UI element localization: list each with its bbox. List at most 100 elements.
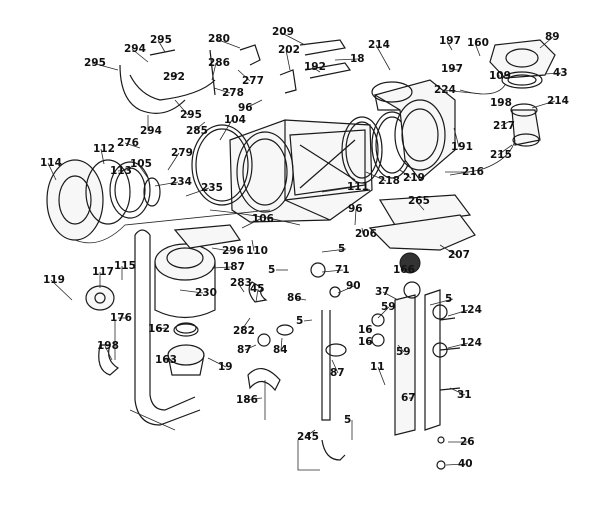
callout-leader-5 [303, 319, 313, 322]
callout-leader-119 [50, 279, 73, 301]
callout-leader-215 [497, 144, 513, 156]
callout-leader-106 [241, 218, 261, 229]
callout-117: 117 [92, 266, 114, 278]
callout-leader-43 [544, 72, 562, 75]
callout-104: 104 [224, 114, 246, 126]
callout-leader-191 [453, 127, 460, 148]
callout-leader-206 [361, 227, 364, 235]
callout-59: 59 [381, 301, 396, 313]
callout-leader-113 [117, 169, 127, 172]
callout-5: 5 [296, 315, 303, 327]
fittings [175, 262, 448, 470]
callout-160: 160 [467, 37, 489, 49]
callout-leader-19 [207, 357, 227, 368]
callout-leader-295 [91, 62, 119, 71]
callout-112: 112 [93, 143, 115, 155]
callout-leader-45 [255, 288, 259, 303]
motor-215 [510, 103, 541, 147]
exchanger-67 [394, 252, 461, 436]
callout-leader-280 [215, 38, 241, 49]
end-cap-114 [46, 159, 161, 241]
callout-89: 89 [545, 31, 560, 43]
callout-86: 86 [287, 292, 302, 304]
callout-leader-18 [334, 58, 359, 61]
callout-96: 96 [238, 102, 253, 114]
flange-89 [489, 39, 556, 89]
callout-leader-282 [240, 317, 251, 332]
callout-leader-187 [211, 266, 232, 269]
callout-106: 106 [252, 213, 274, 225]
callout-37: 37 [375, 286, 390, 298]
callout-124: 124 [460, 337, 482, 349]
callout-leader-276 [124, 142, 141, 149]
outlet-163 [167, 323, 205, 376]
callout-leader-278 [213, 87, 231, 94]
callout-leader-277 [237, 69, 251, 82]
callout-186: 186 [236, 394, 258, 406]
callout-277: 277 [242, 75, 264, 87]
callout-218: 218 [378, 175, 400, 187]
callout-leader-71 [321, 269, 344, 273]
callout-84: 84 [273, 344, 288, 356]
callout-197: 197 [439, 35, 461, 47]
callout-282: 282 [233, 325, 255, 337]
callout-leader-87 [244, 344, 257, 351]
callout-90: 90 [346, 280, 361, 292]
callout-294: 294 [140, 125, 162, 137]
callout-202: 202 [278, 44, 300, 56]
callout-leader-245 [304, 429, 316, 438]
callout-leader-90 [337, 285, 355, 294]
callout-leader-162 [155, 327, 167, 330]
cables-top [119, 39, 352, 114]
valve-117 [85, 285, 115, 311]
callout-119: 119 [43, 274, 65, 286]
callout-224: 224 [434, 84, 456, 96]
callout-leader-197 [448, 68, 459, 71]
callout-111: 111 [347, 181, 369, 193]
callout-leader-295 [157, 39, 166, 53]
callout-leader-198 [497, 101, 505, 104]
callout-11: 11 [370, 361, 385, 373]
callout-192: 192 [304, 61, 326, 73]
callout-leader-59 [397, 344, 405, 353]
callout-leader-286 [211, 62, 217, 81]
callout-leader-86 [294, 297, 307, 301]
callout-leader-87 [331, 359, 339, 374]
callout-leader-5 [321, 248, 347, 253]
callout-114: 114 [40, 157, 62, 169]
callout-leader-279 [167, 152, 180, 171]
callout-191: 191 [451, 141, 473, 153]
plate-207 [368, 194, 476, 251]
callout-leader-202 [285, 49, 291, 71]
callout-leader-16 [365, 341, 373, 344]
callout-110: 110 [246, 245, 268, 257]
callout-leader-105 [137, 163, 149, 179]
callout-leader-292 [170, 72, 181, 78]
callout-leader-96 [354, 208, 357, 226]
callout-162: 162 [148, 323, 170, 335]
callout-leader-59 [377, 306, 390, 319]
callout-67: 67 [401, 392, 416, 404]
callout-197: 197 [441, 63, 463, 75]
callout-leader-124 [447, 342, 469, 349]
callout-leader-11 [377, 366, 386, 386]
callout-leader-110 [251, 239, 255, 252]
callout-leader-219 [399, 169, 412, 179]
callout-leader-111 [321, 186, 356, 193]
callout-115: 115 [114, 260, 136, 272]
callout-278: 278 [222, 87, 244, 99]
callout-leader-230 [179, 289, 204, 294]
callout-206: 206 [355, 228, 377, 240]
callout-216: 216 [462, 166, 484, 178]
callout-214: 214 [368, 39, 390, 51]
callout-16: 16 [358, 324, 373, 336]
callout-214: 214 [547, 95, 569, 107]
callout-leader-214 [531, 100, 556, 109]
callout-265: 265 [408, 195, 430, 207]
callout-279: 279 [171, 147, 193, 159]
callout-19: 19 [218, 361, 233, 373]
callout-5: 5 [445, 293, 452, 305]
callout-leader-84 [280, 337, 283, 351]
